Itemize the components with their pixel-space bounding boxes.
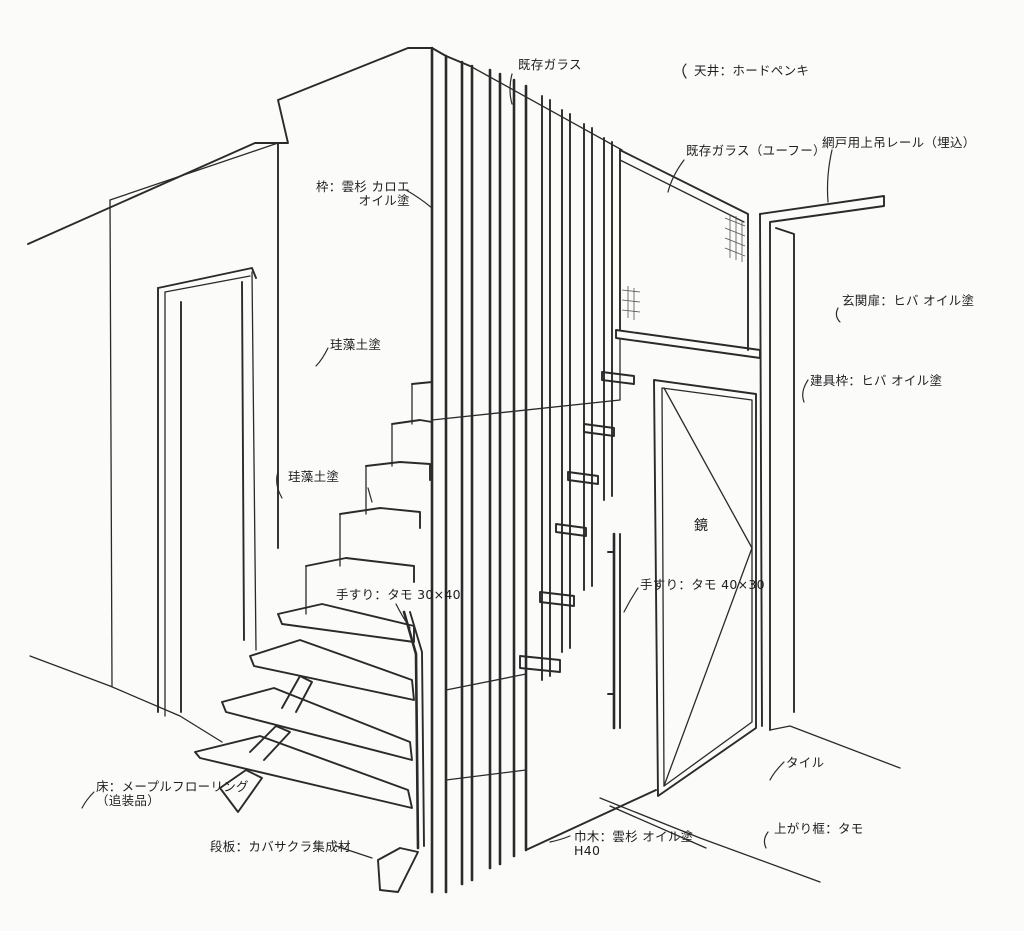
label-mirror: 鏡 <box>694 518 709 534</box>
label-handrail-stair: 手すり：タモ 30×40 <box>336 587 461 602</box>
label-screen-door-rail: 網戸用上吊レール（埋込） <box>822 135 976 150</box>
label-step-frame: 上がり框：タモ <box>774 821 864 836</box>
staircase-treads <box>194 381 433 893</box>
label-floor: 床：メープルフローリング （追装品） <box>96 779 249 809</box>
label-ceiling: 天井：ホードペンキ <box>694 63 810 78</box>
label-entrance-door: 玄関扉：ヒバ オイル塗 <box>842 293 975 308</box>
label-tread: 段板：カバサクラ集成材 <box>210 839 351 854</box>
entrance-door <box>599 195 901 883</box>
label-fixture-frame: 建具枠：ヒバ オイル塗 <box>810 373 943 388</box>
label-frame: 枠：雲杉 カロエ オイル塗 <box>316 179 410 209</box>
label-diatomite-stair: 珪藻土塗 <box>288 469 340 484</box>
ceiling-and-left-wall <box>27 47 433 743</box>
label-tile: タイル <box>786 755 825 770</box>
label-baseboard: 巾木：雲杉 オイル塗 H40 <box>574 829 694 859</box>
label-handrail-wall: 手すり：タモ 40×30 <box>640 577 765 592</box>
label-existing-glass-reglazed: 既存ガラス（ユーフー） <box>686 143 826 158</box>
upper-window <box>615 149 761 359</box>
annotation-leaders <box>81 63 841 859</box>
left-door <box>157 267 257 717</box>
label-existing-glass: 既存ガラス <box>518 57 582 72</box>
label-diatomite-wall: 珪藻土塗 <box>330 337 382 352</box>
partition-frame <box>430 46 623 894</box>
understair-storage <box>519 339 757 851</box>
